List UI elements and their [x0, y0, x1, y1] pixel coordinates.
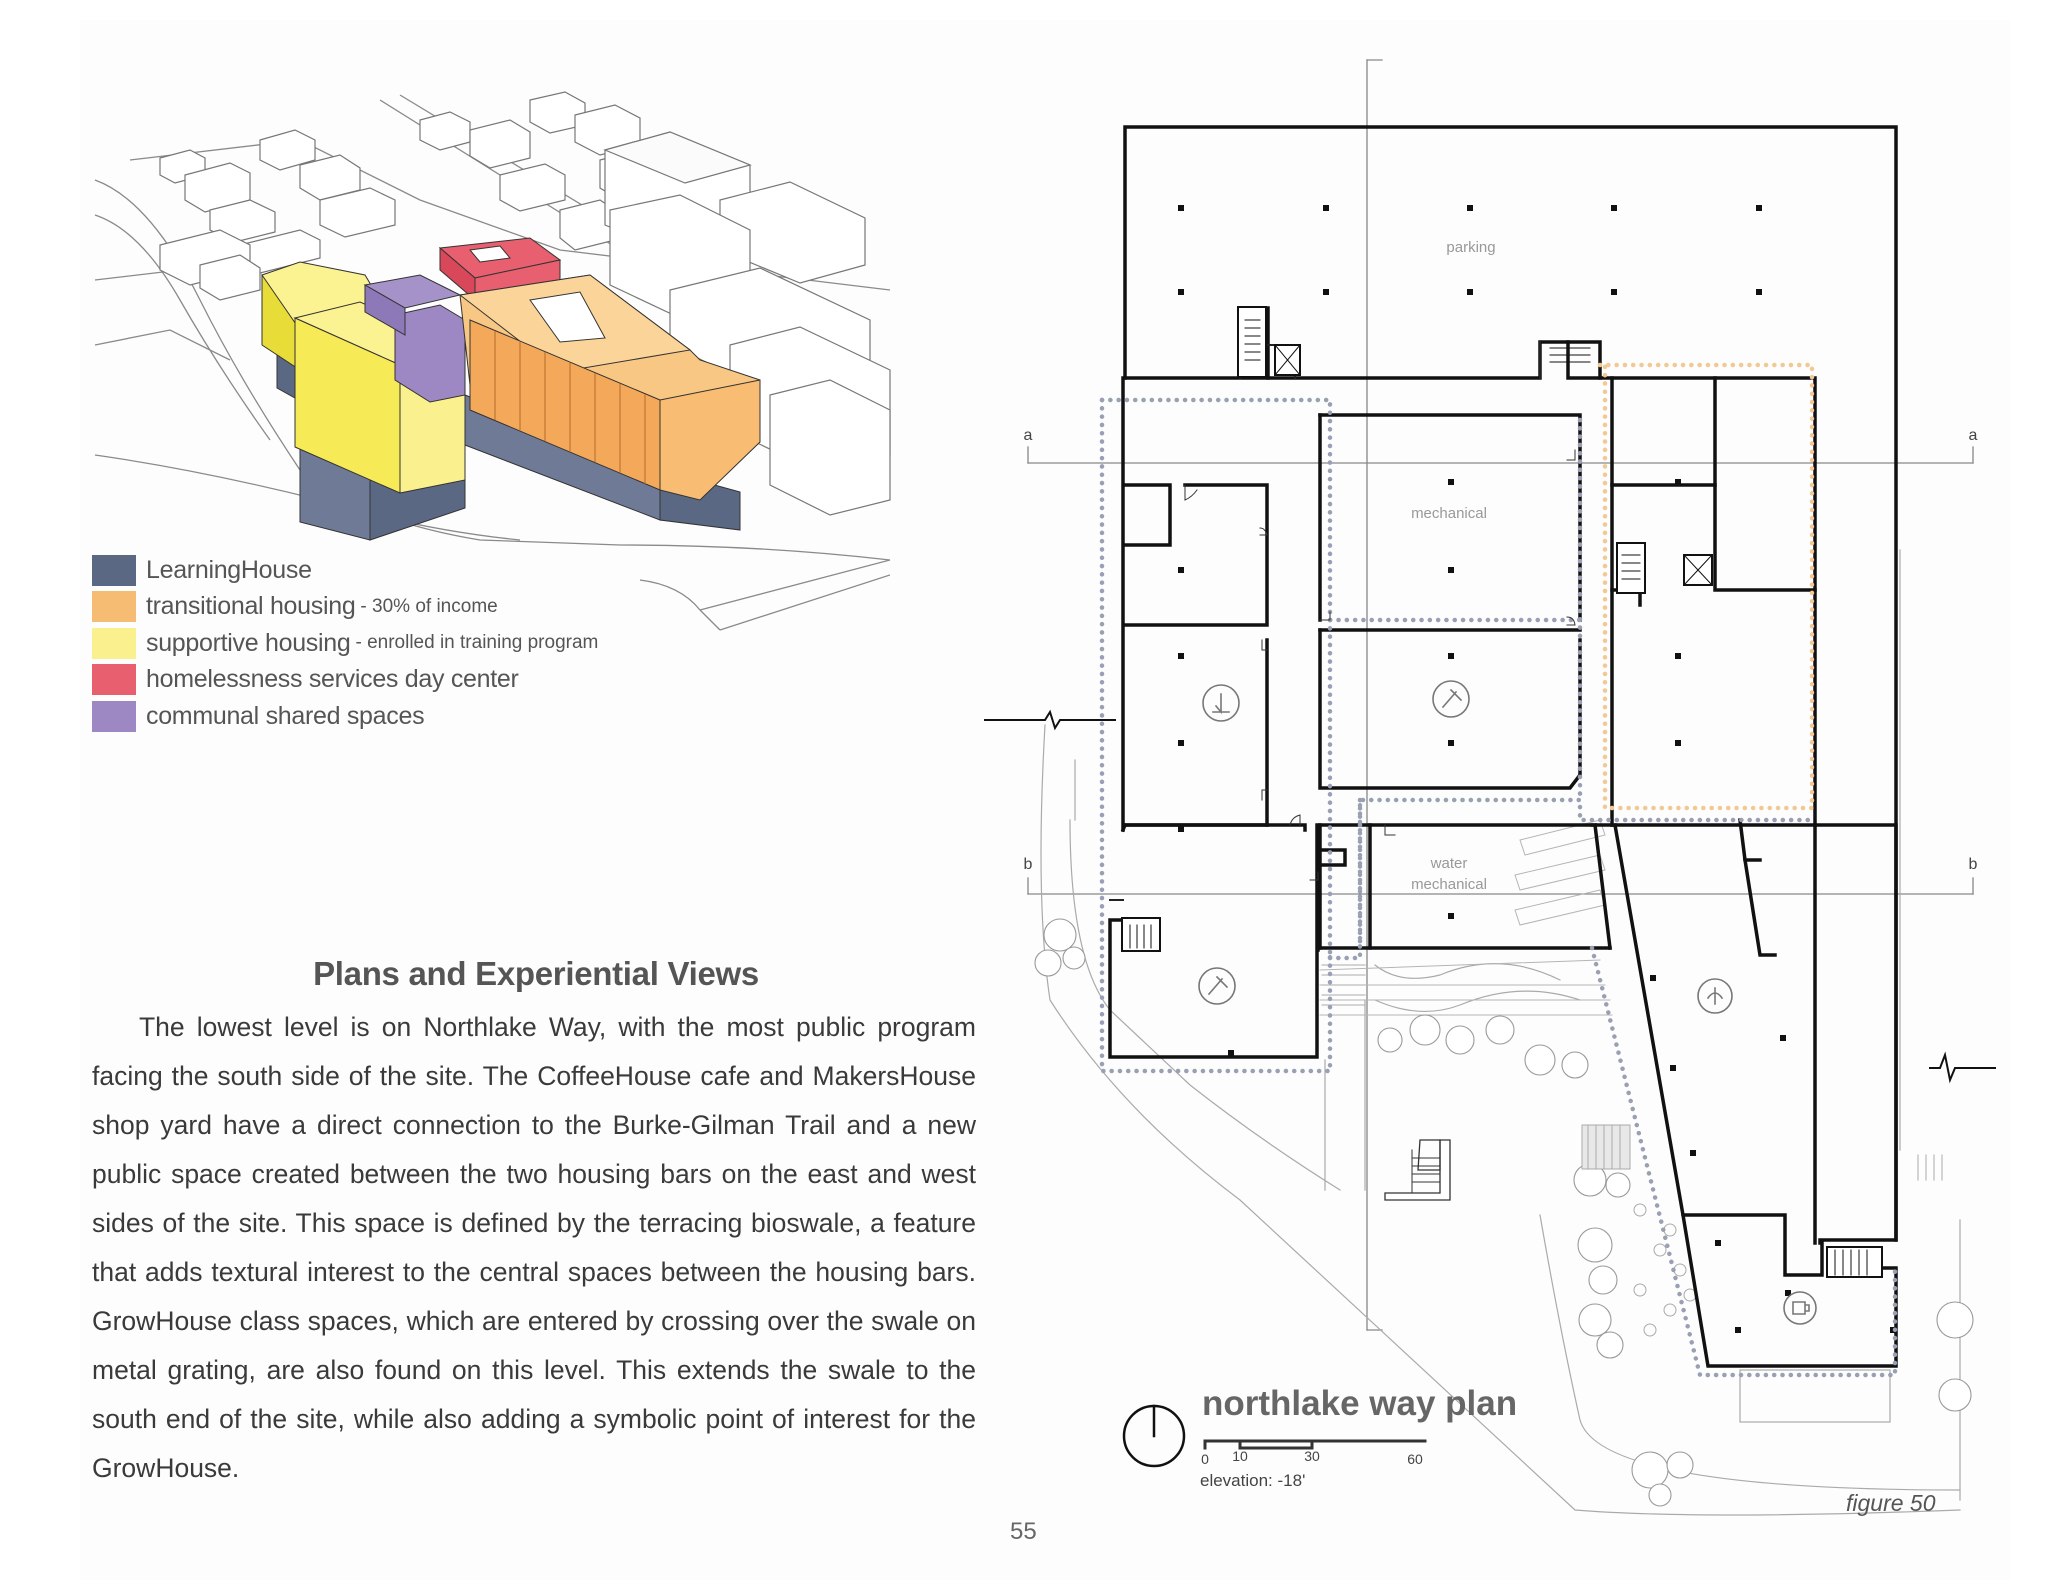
legend-label: communal shared spaces — [146, 701, 425, 730]
legend-item-supportive-housing: supportive housing - enrolled in trainin… — [92, 625, 598, 662]
plan-title: northlake way plan — [1202, 1384, 1518, 1423]
room-label-water: water — [1430, 855, 1468, 872]
figure-caption: figure 50 — [1846, 1490, 1936, 1516]
legend-label: homelessness services day center — [146, 665, 519, 694]
north-arrow — [1122, 1404, 1186, 1468]
legend-label: transitional housing — [146, 592, 356, 621]
legend-swatch — [92, 554, 136, 586]
program-legend: LearningHouse transitional housing - 30%… — [92, 552, 598, 735]
section-marker-a-right: a — [1969, 427, 1978, 444]
scale-label-60: 60 — [1407, 1451, 1423, 1467]
legend-swatch — [92, 591, 136, 623]
legend-note: - 30% of income — [360, 595, 498, 617]
legend-label: supportive housing — [146, 628, 351, 657]
section-marker-a-left: a — [1024, 427, 1033, 444]
plan-elevation: elevation: -18' — [1200, 1471, 1306, 1490]
scale-label-30: 30 — [1304, 1448, 1320, 1464]
legend-item-communal-spaces: communal shared spaces — [92, 698, 598, 735]
site-axonometric — [94, 91, 891, 631]
legend-swatch — [92, 627, 136, 659]
room-label-water-mechanical: mechanical — [1411, 876, 1487, 893]
floor-plan: parking mechanical water mechanical a a … — [984, 59, 1996, 1516]
section-marker-b-left: b — [1024, 856, 1033, 873]
legend-item-learninghouse: LearningHouse — [92, 552, 598, 589]
section-heading: Plans and Experiential Views — [313, 955, 759, 992]
room-label-parking: parking — [1446, 239, 1495, 256]
body-paragraph: The lowest level is on Northlake Way, wi… — [92, 1012, 976, 1483]
legend-item-transitional-housing: transitional housing - 30% of income — [92, 589, 598, 626]
legend-label: LearningHouse — [146, 555, 312, 584]
legend-item-homelessness-services: homelessness services day center — [92, 662, 598, 699]
scale-label-10: 10 — [1232, 1448, 1248, 1464]
scale-bar — [1203, 1439, 1427, 1450]
section-marker-b-right: b — [1969, 856, 1978, 873]
scale-label-0: 0 — [1201, 1451, 1209, 1467]
room-label-mechanical: mechanical — [1411, 505, 1487, 522]
legend-swatch — [92, 664, 136, 696]
page-number: 55 — [1010, 1518, 1037, 1545]
legend-note: - enrolled in training program — [355, 632, 599, 654]
legend-swatch — [92, 700, 136, 732]
